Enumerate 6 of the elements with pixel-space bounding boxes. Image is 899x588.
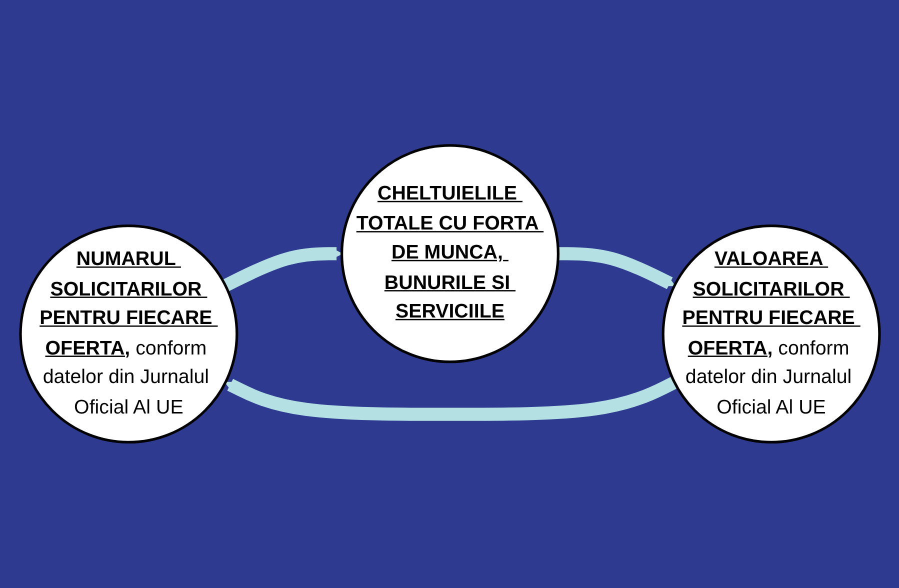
node-circle: VALOAREA SOLICITARILOR PENTRU FIECARE OFERTA, conform datelor din Jurnalul Oficial Al UE bbox=[661, 224, 880, 444]
arrow bbox=[558, 247, 675, 290]
arrow bbox=[224, 376, 677, 422]
arrow bbox=[222, 247, 342, 292]
node-circle: CHELTUIELILE TOTALE CU FORTA DE MUNCA, BUNURILE SI SERVICIILE bbox=[340, 144, 559, 364]
node-circle: NUMARUL SOLICITARILOR PENTRU FIECARE OFERTA, conform datelor din Jurnalul Oficial Al UE bbox=[18, 224, 238, 444]
